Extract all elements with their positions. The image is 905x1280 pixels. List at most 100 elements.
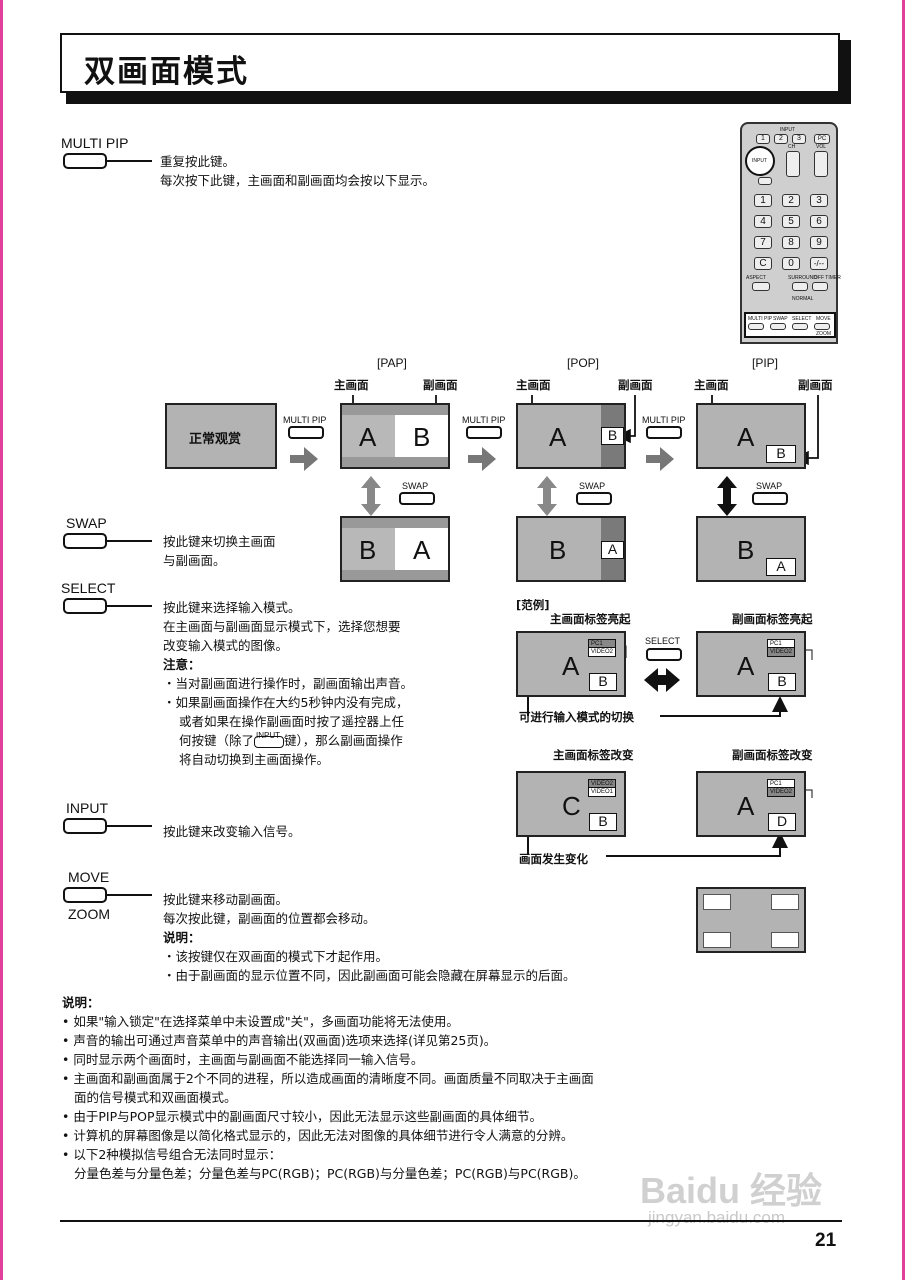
note-item: • 以下2种模拟信号组合无法同时显示： <box>62 1147 282 1162</box>
flow-arrow <box>290 447 318 471</box>
multi-pip-small-key <box>466 426 502 439</box>
leader-line <box>107 825 152 827</box>
swap-double-arrow <box>361 476 381 516</box>
remote-aspect-key <box>752 282 770 291</box>
example-title: [范例] <box>516 598 550 612</box>
example-letter-a: A <box>737 651 755 681</box>
move-position-top-left <box>703 894 731 910</box>
remote-surround-label: SURROUND <box>788 275 817 281</box>
select-key-icon <box>63 598 107 614</box>
select-double-arrow <box>644 668 680 692</box>
example-sub-b: B <box>768 673 796 691</box>
desc-line: 在主画面与副画面显示模式下，选择您想要 <box>163 619 401 634</box>
remote-ch-label: CH <box>788 144 796 150</box>
note-title: 注意： <box>163 657 201 672</box>
zoom-key-label: ZOOM <box>68 906 110 922</box>
remote-key-2: 2 <box>782 194 800 207</box>
note-item: • 同时显示两个画面时，主画面与副画面不能选择同一输入信号。 <box>62 1052 424 1067</box>
main-changed-caption: 主画面标签改变 <box>553 748 634 762</box>
multi-pip-small-key <box>288 426 324 439</box>
remote-multi-pip-key <box>748 323 764 330</box>
remote-vol-rocker <box>814 151 828 177</box>
remote-key-1: 1 <box>756 134 770 144</box>
remote-move-key <box>814 323 830 330</box>
remote-key-pc: PC <box>814 134 830 144</box>
remote-zoom-label: ZOOM <box>816 331 831 337</box>
remote-move-label: MOVE <box>816 316 831 322</box>
swap-small-key <box>576 492 612 505</box>
remote-key-0: 0 <box>782 257 800 270</box>
move-key-label: MOVE <box>68 869 110 885</box>
remote-normal-label: NORMAL <box>792 296 814 302</box>
multi-pip-small-key <box>646 426 682 439</box>
main-label: 主画面 <box>516 378 551 392</box>
mode-header-pip: [PIP] <box>752 356 779 370</box>
remote-input-highlight <box>745 146 775 176</box>
pap-main-area <box>342 415 395 457</box>
pop-sub-window: B <box>601 427 624 445</box>
remote-select-label: SELECT <box>792 316 812 322</box>
input-key-icon <box>63 818 107 834</box>
example-sub-b: B <box>589 673 617 691</box>
pap-sub-area <box>395 415 448 457</box>
leader-line <box>107 605 152 607</box>
note-title: 说明： <box>163 930 201 945</box>
remote-ch-rocker <box>786 151 800 177</box>
desc-line: 每次按下此键，主画面和副画面均会按以下显示。 <box>160 173 436 188</box>
title-box <box>60 33 840 93</box>
page-edge-left <box>0 0 3 1280</box>
multi-pip-description: 重复按此键。 每次按下此键，主画面和副画面均会按以下显示。 <box>160 152 435 190</box>
example-letter-a: A <box>737 791 755 821</box>
mode-header-pap: [PAP] <box>377 356 407 370</box>
notes-section: 说明： • 如果"输入锁定"在选择菜单中未设置成"关"，多画面功能将无法使用。 … <box>62 993 594 1183</box>
note-line: ・由于副画面的显示位置不同，因此副画面可能会隐藏在屏幕显示的后面。 <box>163 968 576 983</box>
example-letter-a: A <box>562 651 580 681</box>
multi-pip-small-label: MULTI PIP <box>462 415 506 425</box>
remote-key-dash: -/-- <box>810 257 828 270</box>
pap-swapped-letter-a: A <box>413 535 431 565</box>
multi-pip-key-icon <box>63 153 107 169</box>
note-line: 或者如果在操作副画面时按了遥控器上任 <box>179 714 405 729</box>
footer-rule <box>60 1220 842 1222</box>
note-item: • 由于PIP与POP显示模式中的副画面尺寸较小，因此无法显示这些副画面的具体细… <box>62 1109 543 1124</box>
remote-key-9: 9 <box>810 236 828 249</box>
remote-key-3: 3 <box>792 134 806 144</box>
sub-changed-caption: 副画面标签改变 <box>732 748 813 762</box>
note-item: 面的信号模式和双画面模式。 <box>74 1090 237 1105</box>
select-description: 按此键来选择输入模式。 在主画面与副画面显示模式下，选择您想要 改变输入模式的图… <box>163 598 413 769</box>
pap-swapped-sub <box>395 528 448 570</box>
pip-swapped-screen <box>696 516 806 582</box>
note-item: • 声音的输出可通过声音菜单中的声音输出(双画面)选项来选择(详见第25页)。 <box>62 1033 497 1048</box>
watermark-brand: Baidu 经验 <box>640 1170 823 1211</box>
leader-line <box>107 160 152 162</box>
note-text: 何按键（除了 <box>179 733 255 748</box>
input-description: 按此键来改变输入信号。 <box>163 824 301 839</box>
swap-small-label: SWAP <box>756 481 783 491</box>
example-connector <box>660 696 788 717</box>
example-connector <box>606 832 788 857</box>
remote-key-3: 3 <box>810 194 828 207</box>
main-label: 主画面 <box>694 378 729 392</box>
example-sub-b: B <box>589 813 617 831</box>
desc-line: 与副画面。 <box>163 553 226 568</box>
pip-sub-window: B <box>766 445 796 463</box>
sub-lit-caption: 副画面标签亮起 <box>732 612 813 626</box>
tag-video1: VIDEO1 <box>588 787 616 797</box>
note-line: ・当对副画面进行操作时，副画面输出声音。 <box>163 676 414 691</box>
remote-key-6: 6 <box>810 215 828 228</box>
example-sub-d: D <box>768 813 796 831</box>
switch-note: 可进行输入模式的切换 <box>519 710 634 724</box>
remote-key-8: 8 <box>782 236 800 249</box>
desc-line: 按此键来切换主画面 <box>163 534 276 549</box>
multi-pip-small-label: MULTI PIP <box>642 415 686 425</box>
remote-input-label: INPUT <box>780 127 795 133</box>
pip-swapped-letter-b: B <box>737 535 755 565</box>
move-description: 按此键来移动副画面。 每次按此键，副画面的位置都会移动。 说明： ・该按键仅在双… <box>163 890 576 985</box>
remote-key-7: 7 <box>754 236 772 249</box>
example-letter-c: C <box>562 791 581 821</box>
remote-multi-pip-label: MULTI PIP <box>748 316 773 322</box>
inline-input-key-icon: INPUT <box>254 731 285 748</box>
swap-small-label: SWAP <box>402 481 429 491</box>
input-key-label: INPUT <box>66 800 108 816</box>
